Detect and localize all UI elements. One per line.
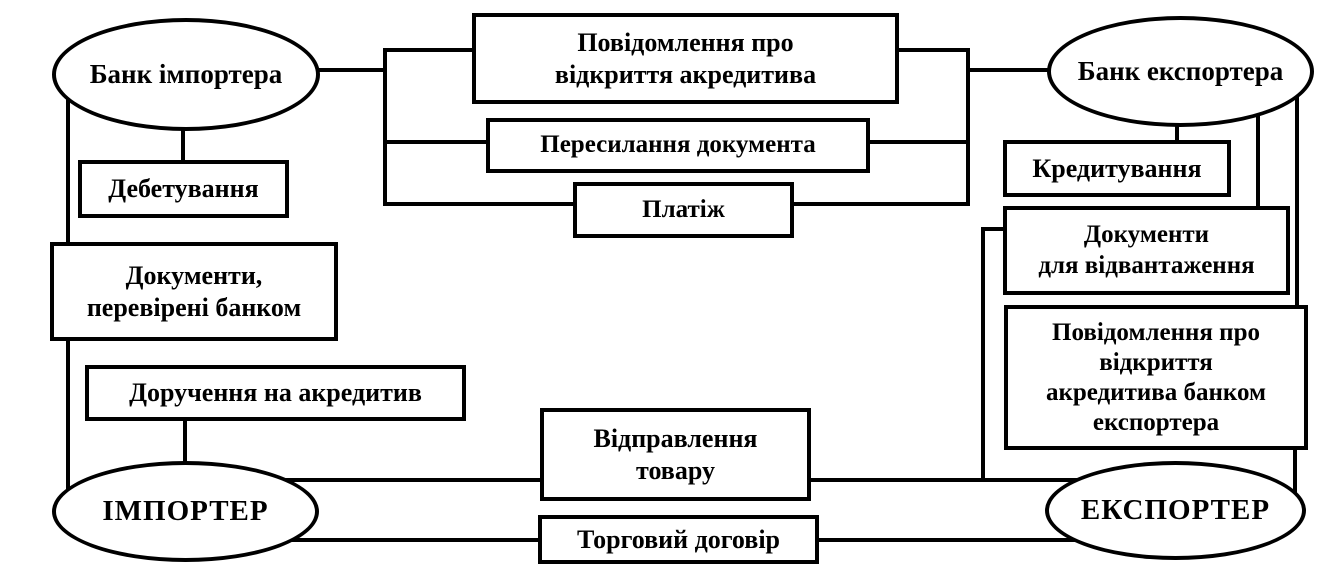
box-documents-verified: Документи, перевірені банком [50,242,338,341]
box-forwarding-document: Пересилання документа [486,118,870,173]
connector-shipping-documents-vertical [981,227,985,482]
box-debiting: Дебетування [78,160,289,218]
box-shipping-documents: Документи для відвантаження [1003,206,1290,295]
connector-bank-exporter-crediting [1175,122,1179,146]
connector-shipping-documents-stub [981,227,1007,231]
connector-frame-bank-exporter [966,68,1051,72]
connector-bank-exporter-shipping-documents [1256,110,1260,210]
connector-bank-exporter-notice [1295,95,1299,309]
node-bank-exporter: Банк експортера [1047,16,1314,127]
node-exporter: ЕКСПОРТЕР [1045,461,1306,560]
box-notice-opening: Повідомлення про відкриття акредитива [472,13,899,104]
node-importer: ІМПОРТЕР [52,461,319,562]
box-notice-opening-by-exporter-bank: Повідомлення про відкриття акредитива ба… [1004,305,1308,450]
box-payment: Платіж [573,182,794,238]
connector-bank-importer-debiting [181,126,185,164]
box-crediting: Кредитування [1003,140,1231,197]
connector-notice-exporter [1293,446,1297,496]
node-bank-importer: Банк імпортера [52,18,320,131]
box-credit-order: Доручення на акредитив [85,365,466,421]
connector-bank-importer-frame [316,68,386,72]
box-trade-agreement: Торговий договір [538,515,819,564]
box-goods-dispatch: Відправлення товару [540,408,811,501]
connector-credit-order-importer [183,418,187,468]
